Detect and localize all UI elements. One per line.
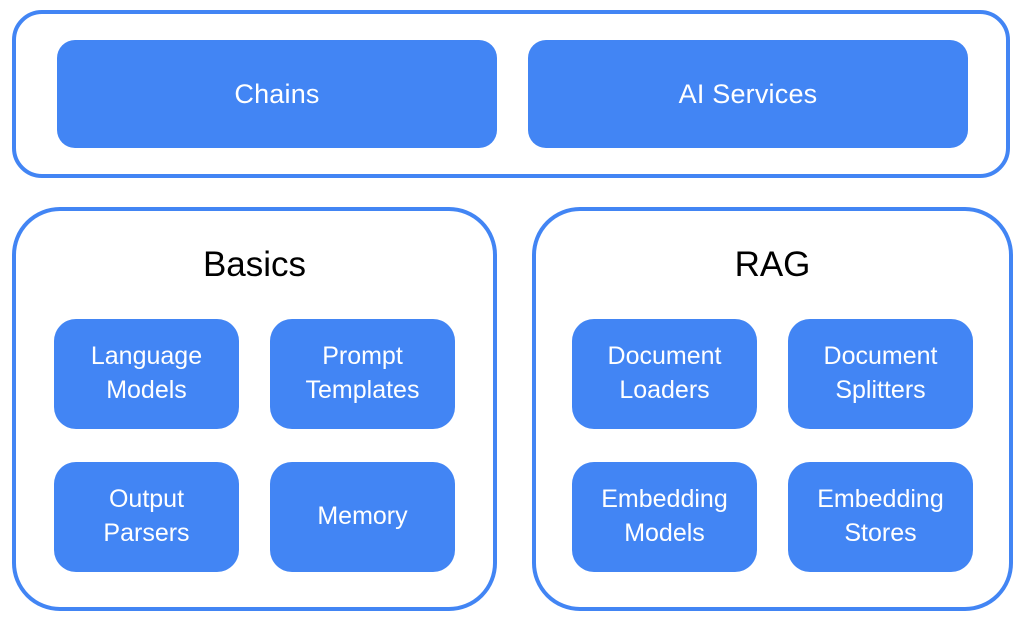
node-document-splitters: Document Splitters [788, 319, 973, 429]
node-prompt-templates: Prompt Templates [270, 319, 455, 429]
node-chains-label: Chains [234, 78, 320, 109]
node-embedding-models: Embedding Models [572, 462, 757, 572]
node-output-parsers: Output Parsers [54, 462, 239, 572]
node-language-models: Language Models [54, 319, 239, 429]
node-prompt-templates-label: Prompt Templates [305, 342, 420, 404]
group-rag: RAG Document Loaders Document Splitters … [532, 207, 1013, 611]
node-document-splitters-label: Document Splitters [823, 342, 938, 404]
node-memory: Memory [270, 462, 455, 572]
node-output-parsers-label: Output Parsers [103, 485, 190, 547]
node-memory-label: Memory [317, 502, 408, 531]
node-document-loaders: Document Loaders [572, 319, 757, 429]
group-rag-title: RAG [734, 245, 811, 284]
group-basics-title: Basics [202, 245, 307, 284]
group-rag-grid: Document Loaders Document Splitters Embe… [572, 319, 973, 572]
node-embedding-stores: Embedding Stores [788, 462, 973, 572]
node-embedding-models-label: Embedding Models [601, 485, 728, 547]
top-panel: Chains AI Services [12, 10, 1010, 178]
node-document-loaders-label: Document Loaders [607, 342, 722, 404]
node-ai-services: AI Services [528, 40, 968, 148]
node-chains: Chains [57, 40, 497, 148]
node-language-models-label: Language Models [90, 342, 203, 404]
group-basics-grid: Language Models Prompt Templates Output … [54, 319, 455, 572]
node-ai-services-label: AI Services [678, 78, 818, 109]
node-embedding-stores-label: Embedding Stores [817, 485, 944, 547]
group-basics: Basics Language Models Prompt Templates … [12, 207, 497, 611]
